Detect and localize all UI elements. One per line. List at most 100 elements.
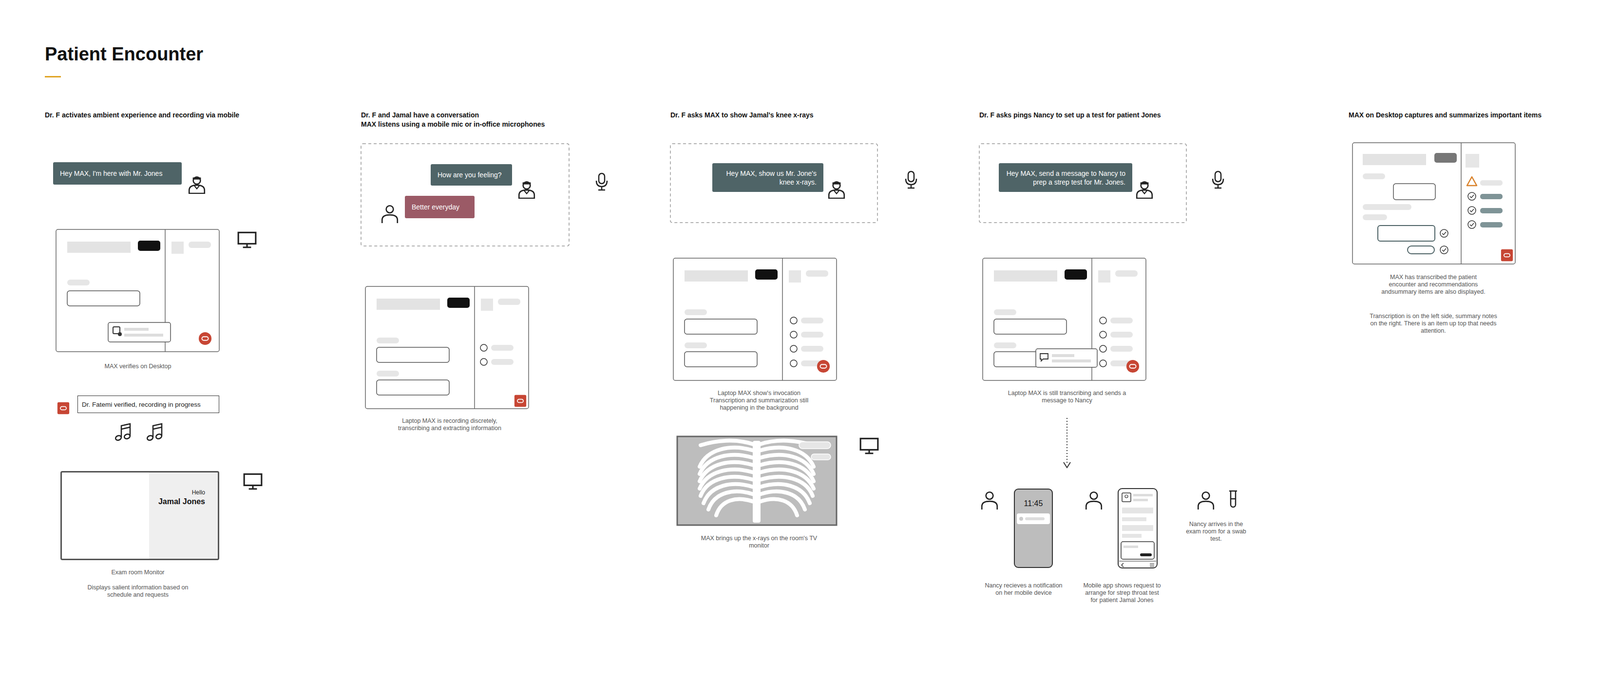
xray-tv — [699, 440, 754, 516]
step-heading: Dr. F activates ambient experience and r… — [44, 111, 240, 119]
invocation-laptop — [817, 360, 830, 373]
invocation-laptop — [673, 258, 837, 381]
summary-laptop — [1362, 153, 1427, 166]
person-icon — [981, 492, 998, 510]
caption-text: Laptop MAX is still transcribing and sen… — [1002, 389, 1132, 405]
invocation-laptop — [684, 309, 758, 367]
xray-tv — [677, 436, 837, 526]
recording-laptop — [514, 395, 527, 407]
recording-laptop — [480, 358, 488, 366]
flow-arrow — [1063, 462, 1071, 468]
summary-laptop — [1465, 153, 1480, 168]
phone-notification — [1025, 517, 1045, 521]
mic-icon — [1212, 171, 1224, 189]
phone-notification — [1019, 516, 1024, 521]
mobile-app — [1122, 517, 1147, 522]
step-heading: MAX on Desktop captures and summarizes i… — [1348, 111, 1542, 119]
summary-laptop — [1440, 229, 1448, 238]
record-icon — [57, 402, 70, 415]
person-icon — [1198, 492, 1214, 510]
conversation-frame — [979, 143, 1187, 223]
xray-tv — [677, 436, 837, 526]
summary-laptop — [1480, 222, 1503, 228]
speech-bubble: Hey MAX, I'm here with Mr. Jones — [53, 162, 182, 185]
mobile-app — [1122, 533, 1142, 538]
caption-text: Laptop MAX show's invocation Transcripti… — [700, 389, 818, 412]
test-tube-icon — [1229, 491, 1238, 508]
xray-tv — [759, 440, 814, 516]
summary-laptop — [1352, 142, 1516, 265]
summary-laptop — [1469, 194, 1474, 198]
recording-laptop — [491, 344, 514, 351]
person-icon — [1085, 492, 1102, 510]
speech-bubble: How are you feeling? — [430, 164, 513, 186]
recording-laptop — [376, 337, 450, 396]
messaging-laptop — [993, 309, 1067, 367]
caption-text: Mobile app shows request to arrange for … — [1081, 582, 1163, 605]
desktop-laptop — [56, 229, 220, 352]
mobile-app — [1133, 494, 1153, 497]
summary-laptop — [1407, 246, 1435, 254]
phone-notification — [1016, 513, 1050, 525]
summary-laptop — [1501, 249, 1513, 262]
messaging-laptop — [1040, 353, 1048, 362]
speech-bubble: Hey MAX, send a message to Nancy to prep… — [998, 163, 1133, 192]
doctor-icon — [518, 181, 535, 199]
summary-laptop — [1480, 193, 1503, 200]
desktop-laptop — [124, 327, 149, 331]
mobile-app — [1121, 563, 1124, 568]
mobile-app — [1122, 525, 1154, 532]
doctor-icon — [189, 176, 205, 194]
xray-tv — [752, 440, 761, 523]
desktop-laptop — [117, 332, 122, 337]
recording-laptop — [491, 359, 514, 365]
summary-laptop — [1466, 176, 1477, 186]
summary-laptop — [1352, 142, 1516, 265]
mobile-phone: 11:45 — [1013, 488, 1053, 569]
mobile-app — [1124, 495, 1128, 498]
desktop-laptop — [67, 290, 140, 306]
summary-laptop — [1442, 248, 1447, 252]
page-title: Patient Encounter — [44, 43, 204, 65]
messaging-laptop — [982, 258, 1146, 381]
invocation-laptop — [673, 258, 837, 381]
desktop-laptop — [124, 333, 164, 337]
caption-text: MAX has transcribed the patient encounte… — [1378, 273, 1489, 296]
patient-icon — [381, 205, 398, 224]
xray-tv — [811, 454, 831, 460]
summary-laptop — [1467, 206, 1476, 215]
caption-text: Displays salient information based on sc… — [78, 584, 198, 599]
summary-laptop — [1469, 223, 1474, 227]
desktop-laptop — [108, 322, 171, 343]
node-text: Hey MAX, I'm here with Mr. Jones — [59, 169, 163, 178]
summary-laptop — [1393, 183, 1436, 200]
caption-text: Nancy recieves a notification on her mob… — [983, 582, 1065, 597]
summary-laptop — [1362, 214, 1388, 221]
sound-note — [114, 423, 131, 441]
conversation-frame — [670, 143, 878, 223]
step-heading: Dr. F asks MAX to show Jamal's knee x-ra… — [670, 111, 814, 119]
node-text: Better everyday — [411, 202, 460, 212]
summary-laptop — [1467, 192, 1476, 201]
summary-laptop — [1469, 209, 1474, 212]
caption-text: MAX brings up the x-rays on the room's T… — [699, 534, 820, 550]
recording-laptop — [480, 344, 488, 352]
summary-laptop — [1480, 180, 1503, 186]
messaging-laptop — [982, 258, 1146, 381]
mobile-app — [1133, 498, 1148, 502]
mobile-app — [1123, 545, 1139, 549]
messaging-laptop — [1051, 354, 1075, 358]
invocation-laptop — [790, 317, 824, 367]
caption-text: Laptop MAX is recording discretely, tran… — [388, 417, 511, 433]
summary-laptop — [1440, 246, 1448, 254]
caption-text: Exam room Monitor — [64, 569, 211, 577]
conversation-frame — [361, 143, 570, 247]
recording-laptop — [365, 286, 529, 409]
summary-laptop — [1377, 225, 1435, 242]
xray-tv — [799, 441, 831, 449]
summary-laptop — [1480, 208, 1503, 214]
caption-text: Transcription is on the left side, summa… — [1369, 312, 1498, 335]
desktop-laptop — [56, 229, 220, 352]
